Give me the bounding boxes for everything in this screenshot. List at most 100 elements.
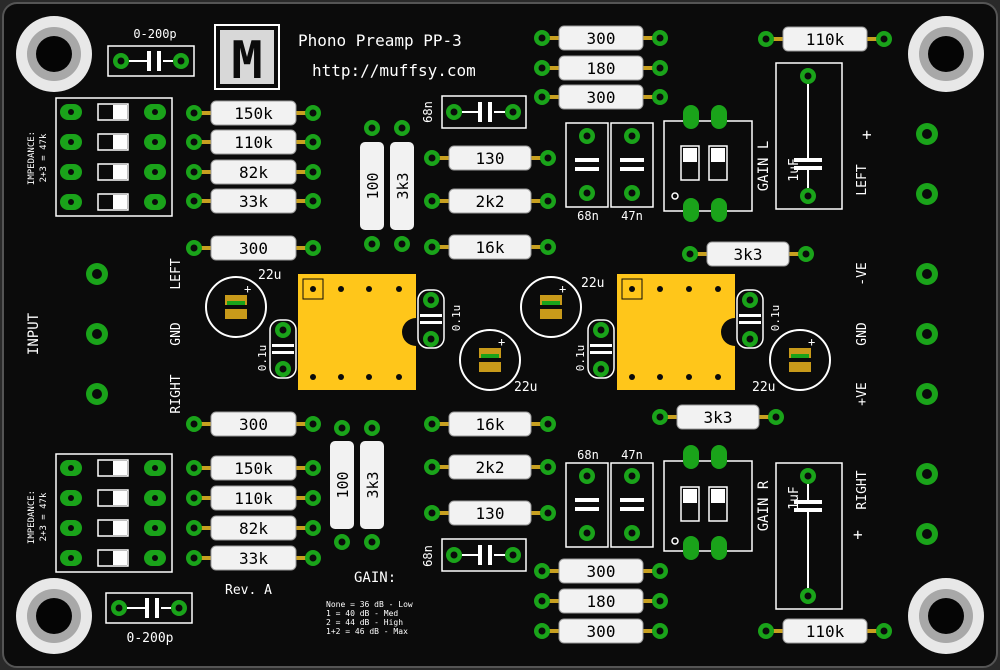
gain-table-row: 1+2 = 46 dB - Max <box>326 627 408 636</box>
neg-ve-label: -VE <box>855 262 870 285</box>
resistor-label: 16k <box>476 238 505 257</box>
impedance-label: IMPEDANCE: <box>27 131 37 185</box>
resistor-label: 3k3 <box>734 245 763 264</box>
gain-heading: GAIN: <box>354 570 396 586</box>
resistor-label: 16k <box>476 415 505 434</box>
cap-68n-top-center: 68n <box>421 95 527 129</box>
resistor-100-bottom: 100 <box>330 420 354 550</box>
resistor-label: 2k2 <box>476 192 505 211</box>
cap-label: 0-200p <box>127 631 174 646</box>
cap-68n-47n-bottom: 68n 47n <box>565 448 654 548</box>
gain-l-label: GAIN L <box>756 141 772 192</box>
opamp-socket-right <box>617 274 735 390</box>
output-connector-right: RIGHT + <box>853 463 938 545</box>
resistor-label: 150k <box>234 104 273 123</box>
cap-0-1u-left-a: 0.1u <box>256 319 297 379</box>
resistor-label: 180 <box>587 59 616 78</box>
resistor-label: 180 <box>587 592 616 611</box>
cap-label: 47n <box>621 209 643 223</box>
cap-0-1u-left-b: 0.1u <box>417 289 463 349</box>
resistor-label: 300 <box>239 415 268 434</box>
cap-0-1u-right-a: 0.1u <box>574 319 615 379</box>
logo: M <box>214 24 280 91</box>
resistor-label: 3k3 <box>364 471 382 498</box>
resistor-3k3-right-bottom: 3k3 <box>652 404 784 430</box>
power-gnd-label: GND <box>855 322 870 346</box>
resistor-label: 100 <box>364 172 382 199</box>
cap-label: 1uF <box>787 158 802 182</box>
resistor-label: 130 <box>476 149 505 168</box>
logo-letter: M <box>231 31 262 91</box>
resistor-label: 110k <box>806 622 845 641</box>
pos-ve-label: +VE <box>855 382 870 405</box>
gain-switch-left: GAIN L <box>663 105 772 222</box>
plus-label: + <box>853 525 863 544</box>
input-left-label: LEFT <box>169 258 184 289</box>
resistor-82k-bottom: 82k <box>186 515 321 541</box>
cap-1uf-right: 1uF <box>775 462 843 610</box>
resistor-label: 3k3 <box>394 172 412 199</box>
plus-label: + <box>862 125 872 144</box>
gain-switch-right: GAIN R <box>663 445 772 560</box>
output-connector-left: + LEFT <box>855 123 938 205</box>
cap-label: 22u <box>752 380 775 395</box>
resistor-130-bottom: 130 <box>424 500 556 526</box>
cap-label: 0-200p <box>133 27 176 41</box>
svg-text:+: + <box>559 282 566 296</box>
cap-label: 68n <box>577 209 599 223</box>
resistor-82k-top: 82k <box>186 159 321 185</box>
resistor-label: 300 <box>587 562 616 581</box>
input-right-label: RIGHT <box>169 374 184 413</box>
resistor-label: 33k <box>239 192 268 211</box>
resistor-110k-out-left: 110k <box>758 26 892 52</box>
resistor-array: 150k 110k 82k 33k 300 300 150k 110k 82k 33k 130 2k2… <box>186 25 892 644</box>
cap-68n-bottom-center: 68n <box>421 538 527 572</box>
cap-label: 1uF <box>787 486 802 510</box>
resistor-33k-top: 33k <box>186 188 321 214</box>
resistor-label: 150k <box>234 459 273 478</box>
resistor-300-right-bottom-b: 300 <box>534 618 668 644</box>
resistor-300-right-top-a: 300 <box>534 25 668 51</box>
mounting-hole-top-right <box>908 16 984 92</box>
cap-label: 68n <box>421 545 435 567</box>
gain-table-row: None = 36 dB - Low <box>326 600 413 609</box>
resistor-label: 300 <box>587 622 616 641</box>
resistor-label: 100 <box>334 471 352 498</box>
cap-label: 68n <box>577 448 599 462</box>
resistor-110k-bottom: 110k <box>186 485 321 511</box>
resistor-180-right-top: 180 <box>534 55 668 81</box>
output-left-label: LEFT <box>855 164 870 195</box>
cap-label: 0.1u <box>769 305 782 332</box>
cap-label: 0.1u <box>574 345 587 372</box>
elcap-22u-right-bottom: + 22u <box>752 329 831 395</box>
svg-text:+: + <box>808 335 815 349</box>
power-connector: -VE GND +VE <box>855 262 938 406</box>
gain-r-label: GAIN R <box>756 480 772 531</box>
resistor-110k-out-right: 110k <box>758 618 892 644</box>
resistor-2k2-top: 2k2 <box>424 188 556 214</box>
resistor-label: 110k <box>806 30 845 49</box>
elcap-22u-left-top: + 22u <box>205 268 281 338</box>
resistor-110k-top: 110k <box>186 129 321 155</box>
mounting-hole-bottom-right <box>908 578 984 654</box>
cap-label: 22u <box>581 276 604 291</box>
cap-68n-47n-top: 68n 47n <box>565 122 654 223</box>
cap-label: 47n <box>621 448 643 462</box>
resistor-label: 33k <box>239 549 268 568</box>
impedance-switch-top: IMPEDANCE: 2+3 = 47k <box>27 97 173 217</box>
resistor-label: 300 <box>239 239 268 258</box>
svg-text:+: + <box>244 282 251 296</box>
resistor-label: 110k <box>234 489 273 508</box>
resistor-label: 300 <box>587 29 616 48</box>
resistor-3k3-top: 3k3 <box>390 120 414 252</box>
opamp-socket-left <box>298 274 416 390</box>
resistor-300-right-top-b: 300 <box>534 84 668 110</box>
impedance-switch-bottom: IMPEDANCE: 2+3 = 47k <box>27 453 173 573</box>
resistor-300-left-top: 300 <box>186 235 321 261</box>
resistor-label: 110k <box>234 133 273 152</box>
impedance-note: 2+3 = 47k <box>39 133 49 182</box>
gain-table-row: 1 = 40 dB - Med <box>326 609 398 618</box>
resistor-150k-bottom: 150k <box>186 455 321 481</box>
resistor-16k-top: 16k <box>424 234 556 260</box>
resistor-label: 3k3 <box>704 408 733 427</box>
